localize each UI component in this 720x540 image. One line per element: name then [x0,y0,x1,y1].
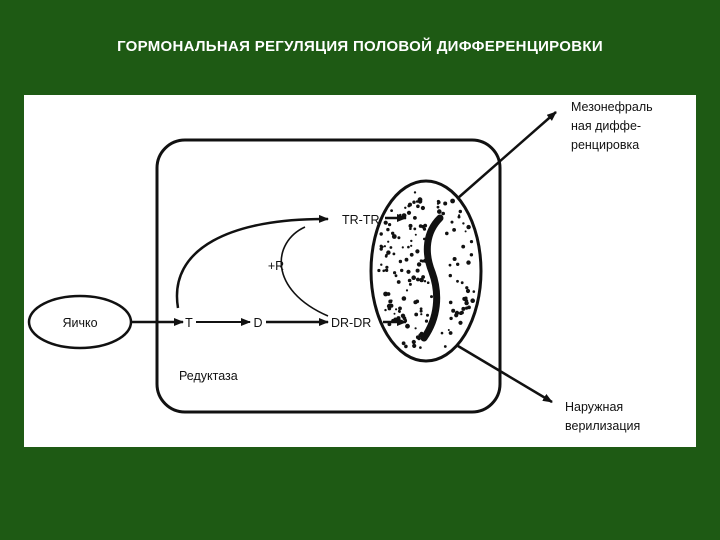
chromosome [420,214,444,342]
label-mesonephral: Мезонефраль ная диффе- ренцировка [571,100,656,152]
external-line-1: Наружная [565,400,623,414]
nucleus [369,179,483,363]
label-plus-r: +R [268,259,284,273]
mesonephral-line-3: ренцировка [571,138,639,152]
cell-outline [155,138,502,414]
label-d: D [253,316,262,330]
label-tr-tr: TR-TR [342,213,380,227]
label-t: T [185,316,193,330]
diagram-panel [24,95,696,447]
arrow-to-mesonephral [457,111,557,199]
r-binding-curve [280,226,329,317]
mesonephral-line-2: ная диффе- [571,119,641,133]
arrow-t-to-trtr [175,214,329,309]
label-testis: Яичко [62,316,97,330]
mesonephral-line-1: Мезонефраль [571,100,653,114]
external-line-2: верилизация [565,419,640,433]
slide-title: ГОРМОНАЛЬНАЯ РЕГУЛЯЦИЯ ПОЛОВОЙ ДИФФЕРЕНЦ… [117,38,603,55]
label-reductase: Редуктаза [179,369,238,383]
label-dr-dr: DR-DR [331,316,371,330]
label-external: Наружная верилизация [565,400,640,433]
arrow-to-external [457,344,553,404]
